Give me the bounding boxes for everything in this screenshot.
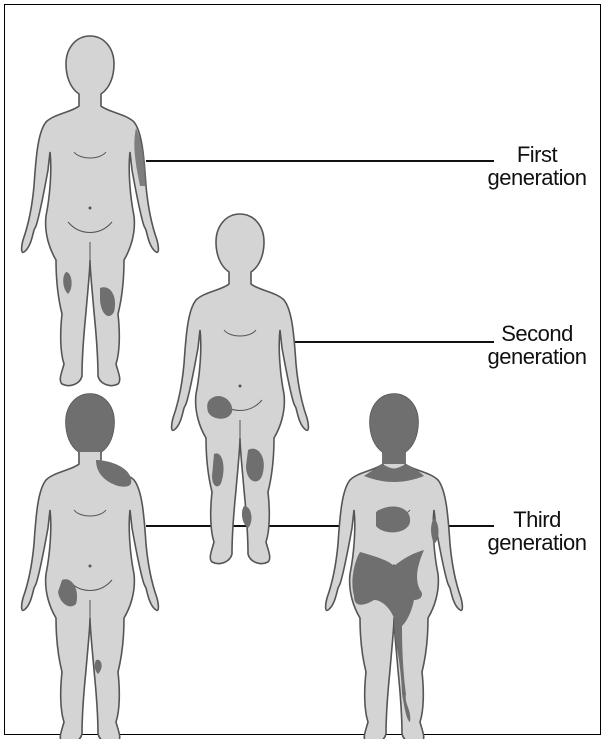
affected-head [370,394,418,464]
third-generation-label: Third generation [478,508,596,554]
third-generation-figure-right [326,394,463,739]
first-generation-label-line2: generation [478,166,596,189]
second-generation-label: Second generation [478,322,596,368]
affected-patch [376,507,410,533]
second-generation-label-line1: Second [478,322,596,345]
third-generation-label-line2: generation [478,531,596,554]
first-generation-figure [22,36,159,386]
second-generation-figure [172,214,309,564]
third-generation-figure-left [22,394,159,739]
third-generation-label-line1: Third [478,508,596,531]
first-generation-label: First generation [478,143,596,189]
first-generation-label-line1: First [478,143,596,166]
affected-head [66,394,114,452]
second-generation-label-line2: generation [478,345,596,368]
